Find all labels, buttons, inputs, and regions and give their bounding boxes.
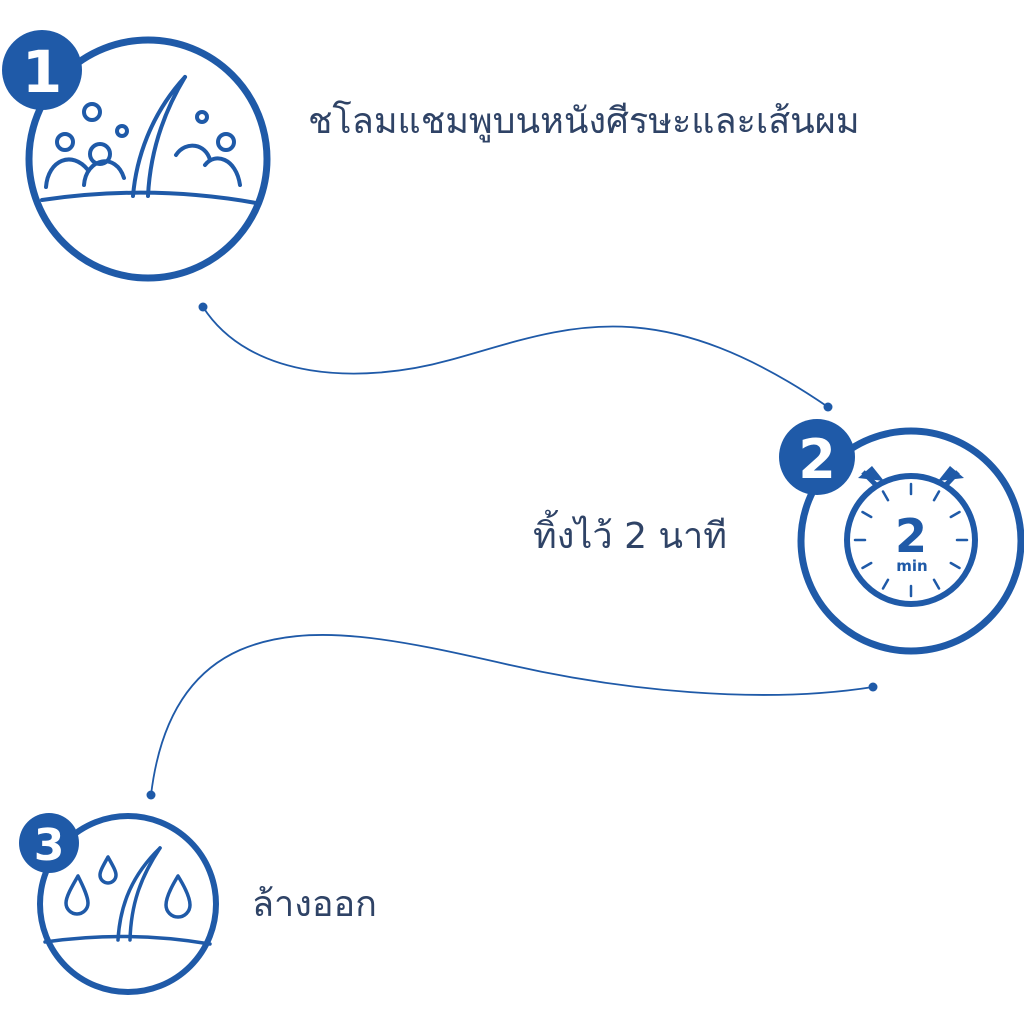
step-3: 3 [19,813,219,995]
step-1-badge-number: 1 [22,38,62,106]
step-3-circle [37,813,219,995]
timer-value: 2 [895,509,927,563]
connector-start-dot [868,682,878,692]
step-1-circle [25,36,271,282]
connector-2-3 [146,634,878,800]
connector-end-dot [146,790,156,800]
step-2: 2 min 2 [779,419,1024,655]
stopwatch-icon: 2 min [844,466,978,607]
connector-start-dot [198,302,208,312]
step-2-badge: 2 [779,419,855,495]
step-3-text: ล้างออก [252,884,377,925]
step-1-text: ชโลมแชมพูบนหนังศีรษะและเส้นผม [308,101,860,142]
rinse-drops-icon [43,846,212,946]
connector-end-dot [823,402,833,412]
connector-1-2 [198,302,833,412]
step-2-badge-number: 2 [798,428,836,491]
step-2-text: ทิ้งไว้ 2 นาที [533,516,727,557]
step-1-badge: 1 [2,30,82,110]
step-3-badge-number: 3 [34,820,65,871]
step-3-badge: 3 [19,813,79,873]
scalp-lather-icon [40,75,258,205]
timer-unit: min [896,557,927,575]
step-1: 1 [2,30,271,282]
